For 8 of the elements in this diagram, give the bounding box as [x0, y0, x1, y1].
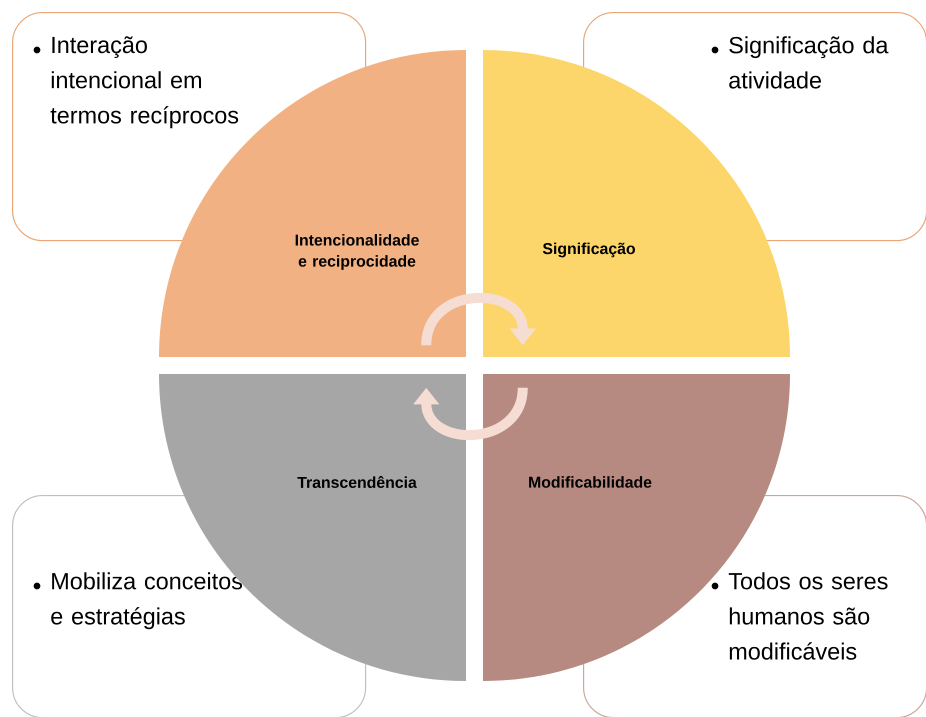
segment-label: Significação: [542, 242, 635, 258]
segment-label: Transcendência: [297, 476, 417, 488]
bullet-text: Significação da atividade: [729, 36, 888, 89]
segment-label: Intencionalidade e reciprocidade: [296, 234, 419, 270]
segment-label: Modificabilidade: [529, 476, 652, 488]
bullet-text: Mobiliza conceitos e estratégias: [51, 572, 242, 630]
bullet-text: Todos os seres humanos são modificáveis: [728, 572, 888, 660]
bullet-text: Interação intencional em termos recíprocos: [50, 36, 238, 128]
